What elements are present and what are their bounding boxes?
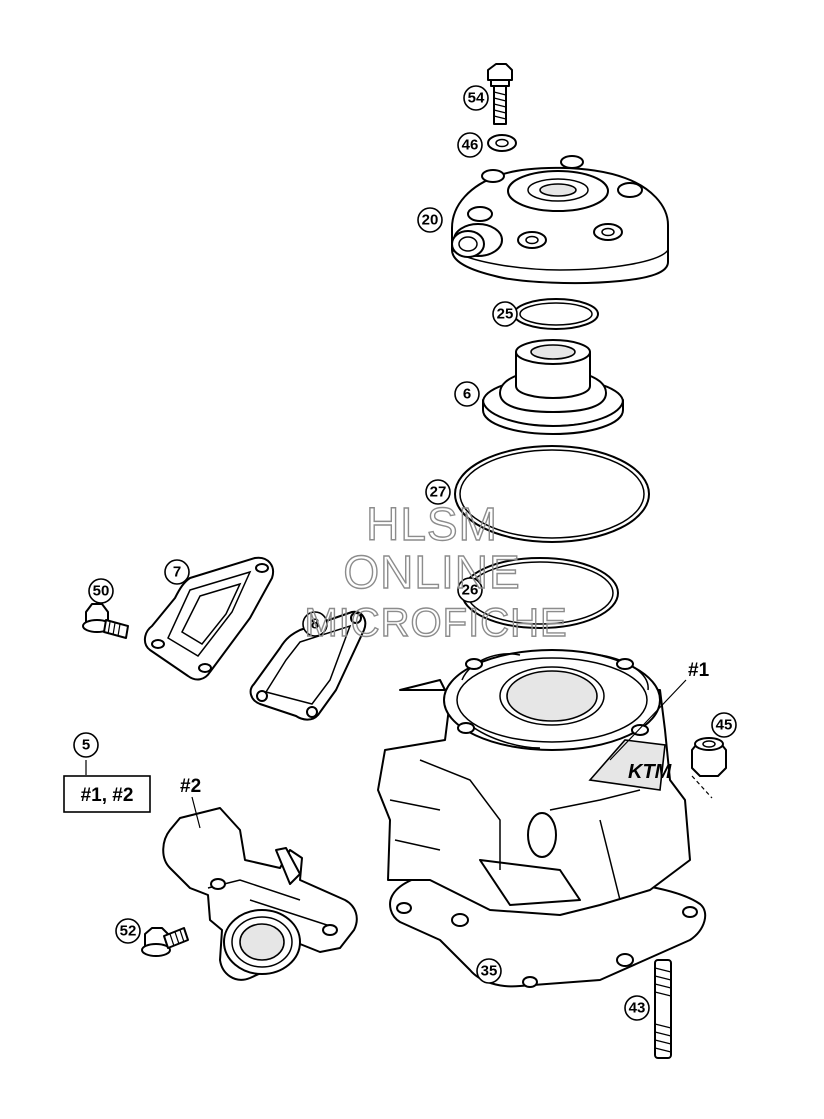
part-bolt-50[interactable] [82, 603, 129, 639]
tag-assembly-2[interactable]: #2 [180, 776, 201, 797]
callout-54[interactable]: 54 [463, 85, 489, 111]
leader-lines [85, 679, 687, 829]
callout-20[interactable]: 20 [417, 207, 443, 233]
svg-text:8: 8 [311, 616, 319, 633]
callout-5[interactable]: 5 [73, 732, 99, 758]
svg-text:27: 27 [430, 484, 447, 501]
callout-25[interactable]: 25 [492, 301, 518, 327]
svg-text:6: 6 [463, 386, 471, 403]
part-o-ring-25[interactable] [513, 298, 599, 330]
nut-dash-line [691, 775, 713, 799]
part-bolt-54[interactable] [487, 63, 513, 125]
callout-26[interactable]: 26 [457, 577, 483, 603]
callout-7[interactable]: 7 [164, 559, 190, 585]
svg-text:20: 20 [422, 212, 439, 229]
part-nut-45[interactable] [691, 737, 727, 777]
part-cylinder-1[interactable]: KTM [377, 649, 707, 988]
tag-assembly-1[interactable]: #1 [688, 660, 710, 681]
part-gasket-8[interactable] [249, 610, 367, 721]
part-bolt-52[interactable] [141, 927, 189, 957]
svg-text:50: 50 [93, 583, 110, 600]
svg-text:43: 43 [629, 1000, 646, 1017]
part-stud-43[interactable] [654, 959, 672, 1059]
part-head-insert-6[interactable] [482, 339, 624, 435]
watermark-line-1: HLSM [366, 498, 498, 550]
callout-35[interactable]: 35 [476, 958, 502, 984]
kit-box[interactable]: #1, #2 [63, 775, 151, 813]
callout-50[interactable]: 50 [88, 578, 114, 604]
svg-text:35: 35 [481, 963, 498, 980]
watermark: HLSM ONLINE MICROFICHE [304, 497, 568, 645]
part-washer-46[interactable] [487, 134, 517, 152]
svg-text:54: 54 [468, 90, 485, 107]
callout-8[interactable]: 8 [302, 611, 328, 637]
svg-text:45: 45 [716, 717, 733, 734]
kit-box-label: #1, #2 [81, 785, 134, 806]
callout-43[interactable]: 43 [624, 995, 650, 1021]
callout-45[interactable]: 45 [711, 712, 737, 738]
svg-text:5: 5 [82, 737, 90, 754]
watermark-line-2: ONLINE [343, 546, 520, 598]
callout-6[interactable]: 6 [454, 381, 480, 407]
svg-text:26: 26 [462, 582, 479, 599]
svg-text:46: 46 [462, 137, 479, 154]
part-reed-cover-7[interactable] [144, 556, 274, 681]
part-intake-flange-2[interactable] [162, 807, 358, 981]
svg-text:25: 25 [497, 306, 514, 323]
callout-46[interactable]: 46 [457, 132, 483, 158]
svg-text:7: 7 [173, 564, 181, 581]
callout-52[interactable]: 52 [115, 918, 141, 944]
svg-text:52: 52 [120, 923, 137, 940]
watermark-line-3: MICROFICHE [304, 601, 567, 645]
cylinder-logo: KTM [628, 761, 673, 783]
part-o-ring-27[interactable] [454, 445, 650, 543]
part-cylinder-head-20[interactable] [451, 155, 669, 285]
callout-27[interactable]: 27 [425, 479, 451, 505]
